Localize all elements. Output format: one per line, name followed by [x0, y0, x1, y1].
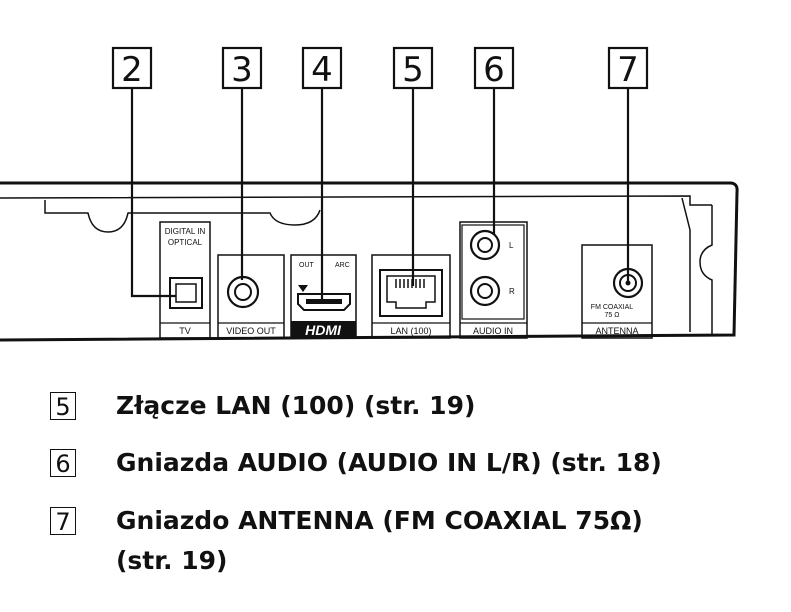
audio-l-label: L [509, 241, 514, 250]
optical-port [169, 277, 203, 309]
hdmi-out-label: OUT [299, 262, 315, 269]
lan-port [379, 269, 443, 317]
audio-in-label: AUDIO IN [473, 326, 513, 336]
callout-5: 5 [402, 50, 424, 90]
lan-label: LAN (100) [390, 326, 431, 336]
audio-in-group: L R AUDIO IN [459, 221, 528, 339]
legend-text: Gniazdo ANTENNA (FM COAXIAL 75Ω) [116, 506, 643, 535]
video-out-group: VIDEO OUT [217, 254, 285, 339]
antenna-label-line2: 75 Ω [605, 312, 620, 319]
callout-7: 7 [617, 50, 639, 90]
callout-4: 4 [311, 50, 333, 90]
callout-6: 6 [483, 50, 505, 90]
optical-label-line2: OPTICAL [168, 238, 203, 247]
hdmi-group: OUT ARC HDMI [290, 254, 357, 339]
panel-body [0, 181, 739, 342]
audio-in-r-jack [469, 275, 501, 307]
optical-label-line1: DIGITAL IN [165, 227, 206, 236]
audio-in-l-jack [469, 229, 501, 261]
legend-number: 5 [50, 392, 76, 421]
legend-text: Gniazda AUDIO (AUDIO IN L/R) (str. 18) [116, 448, 662, 477]
callout-2: 2 [121, 50, 143, 90]
antenna-group: FM COAXIAL 75 Ω ANTENNA [581, 244, 653, 339]
callout-3: 3 [231, 50, 253, 90]
legend-number: 6 [50, 449, 76, 478]
video-out-jack [226, 275, 260, 309]
antenna-label-line1: FM COAXIAL [591, 304, 634, 311]
audio-r-label: R [509, 287, 515, 296]
lan-group: LAN (100) [371, 254, 451, 339]
callouts [111, 46, 649, 302]
callout-numbers: 2 3 4 5 6 7 [121, 50, 639, 90]
legend-text-continued: (str. 19) [116, 546, 228, 575]
legend-text: Złącze LAN (100) (str. 19) [116, 391, 476, 420]
hdmi-arc-label: ARC [335, 262, 350, 269]
legend-number: 7 [50, 507, 76, 536]
video-out-label: VIDEO OUT [226, 326, 276, 336]
optical-port-group: DIGITAL IN OPTICAL TV [159, 221, 211, 339]
antenna-bottom-label: ANTENNA [595, 326, 638, 336]
optical-bottom-label: TV [179, 326, 191, 336]
hdmi-logo: HDMI [305, 322, 342, 338]
